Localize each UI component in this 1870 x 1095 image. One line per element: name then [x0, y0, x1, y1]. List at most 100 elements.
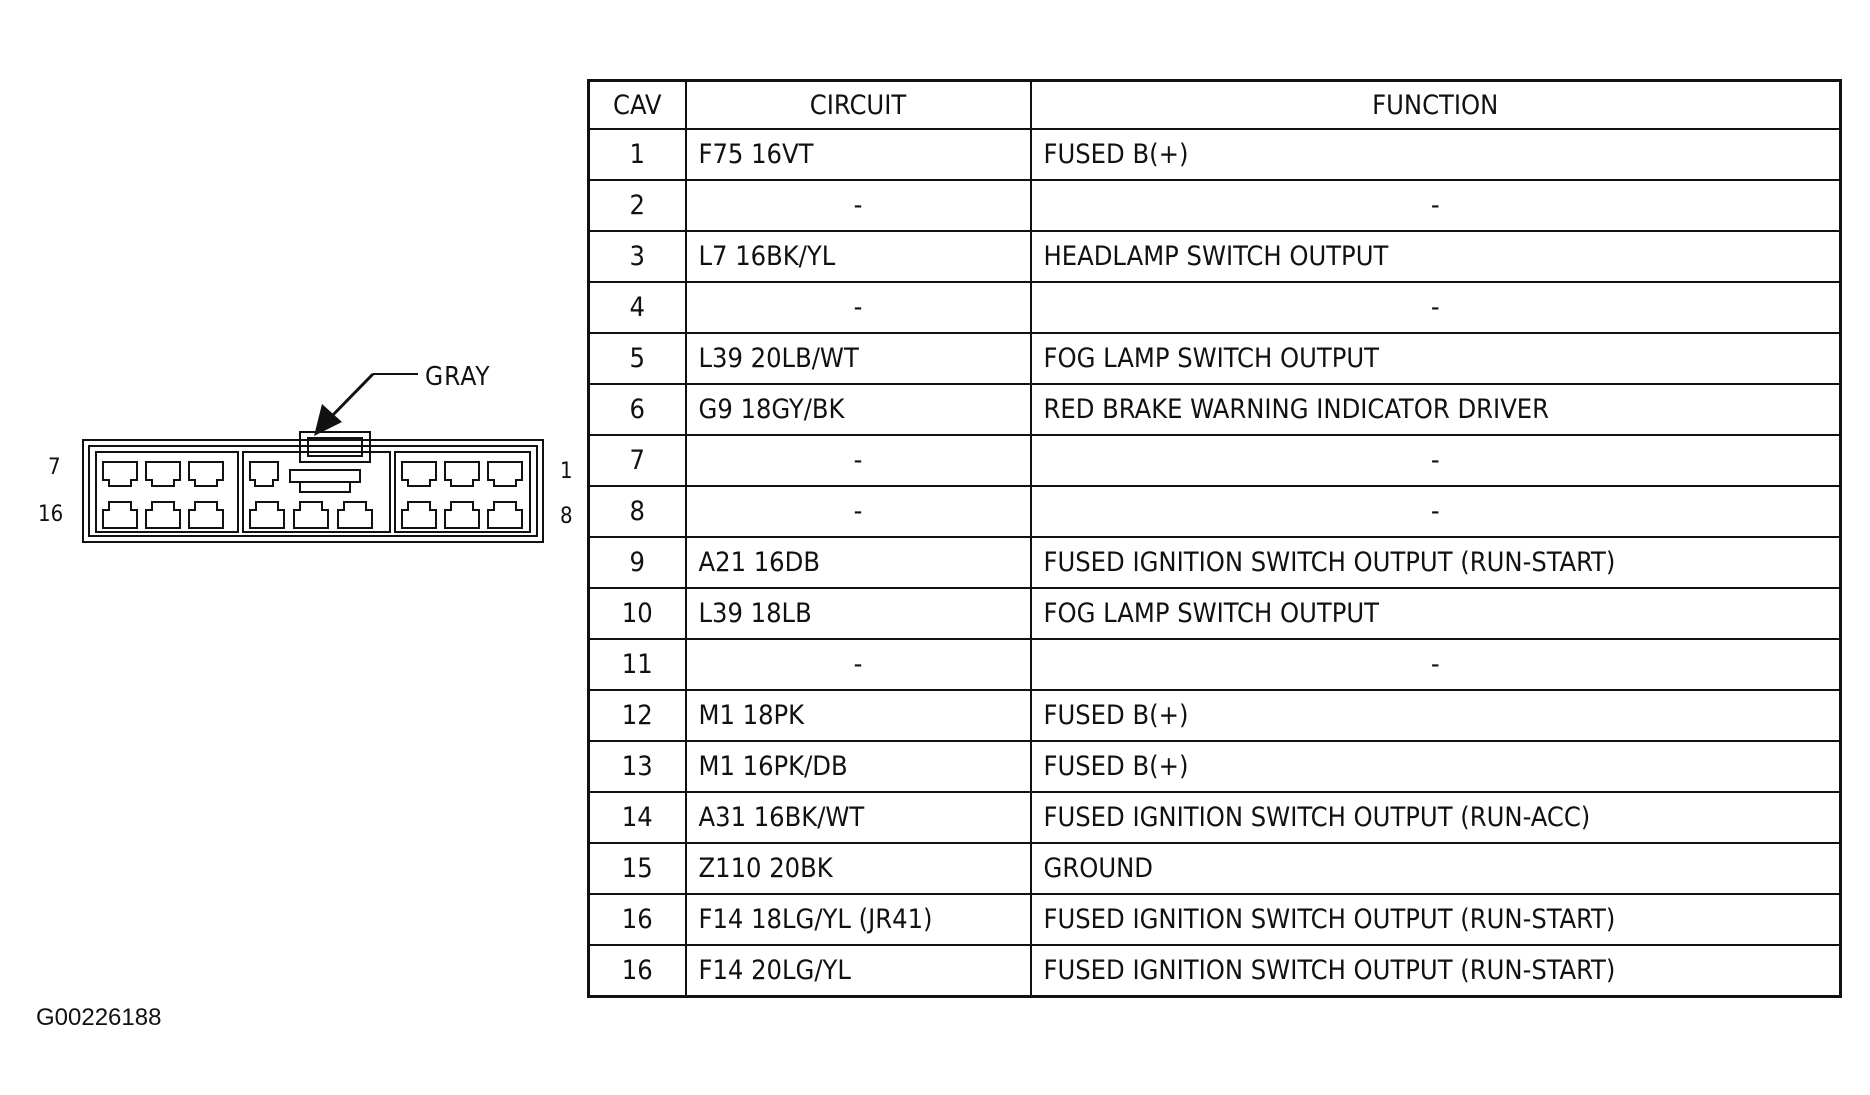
circuit-cell: - [684, 281, 1032, 334]
circuit-cell: - [684, 485, 1032, 538]
cavity [102, 461, 138, 487]
cavity [487, 501, 523, 529]
cavity [401, 461, 437, 487]
circuit-cell: A31 16BK/WT [684, 791, 1032, 844]
circuit-cell: A21 16DB [684, 536, 1032, 589]
pin-label-top-left: 7 [48, 455, 61, 480]
cavity [401, 501, 437, 529]
function-cell: HEADLAMP SWITCH OUTPUT [1029, 230, 1842, 283]
cav-cell: 13 [587, 740, 687, 793]
function-cell: RED BRAKE WARNING INDICATOR DRIVER [1029, 383, 1842, 436]
cav-cell: 9 [587, 536, 687, 589]
cavity [188, 501, 224, 529]
cavity [293, 501, 329, 529]
pin-label-bottom-right: 8 [560, 504, 573, 529]
function-cell: FOG LAMP SWITCH OUTPUT [1029, 587, 1842, 640]
cav-cell: 4 [587, 281, 687, 334]
function-cell: FUSED IGNITION SWITCH OUTPUT (RUN-START) [1029, 944, 1842, 998]
connector-housing-inner [88, 445, 538, 537]
cavity [145, 501, 181, 529]
connector-color-label: GRAY [425, 362, 491, 392]
table-row: 11-- [587, 638, 1842, 691]
cav-cell: 3 [587, 230, 687, 283]
cav-cell: 16 [587, 893, 687, 946]
circuit-cell: - [684, 638, 1032, 691]
circuit-cell: F14 20LG/YL [684, 944, 1032, 998]
cavity [487, 461, 523, 487]
cavity [102, 501, 138, 529]
function-cell: - [1029, 638, 1842, 691]
function-cell: - [1029, 434, 1842, 487]
cavity [249, 501, 285, 529]
cavity [444, 461, 480, 487]
cavity-grid [102, 461, 523, 529]
color-callout-arrow [314, 372, 418, 436]
cavity [188, 461, 224, 487]
circuit-cell: Z110 20BK [684, 842, 1032, 895]
function-cell: - [1029, 485, 1842, 538]
table-row: 4-- [587, 281, 1842, 334]
circuit-cell: - [684, 434, 1032, 487]
cav-cell: 10 [587, 587, 687, 640]
cavity-block-center [242, 451, 391, 533]
circuit-cell: L39 20LB/WT [684, 332, 1032, 385]
pin-label-bottom-left: 16 [38, 502, 64, 527]
cav-cell: 1 [587, 128, 687, 181]
header-cav: CAV [587, 79, 687, 130]
header-circuit: CIRCUIT [684, 79, 1032, 130]
circuit-cell: L7 16BK/YL [684, 230, 1032, 283]
circuit-cell: M1 16PK/DB [684, 740, 1032, 793]
connector-housing [82, 439, 544, 543]
cav-cell: 8 [587, 485, 687, 538]
cav-cell: 14 [587, 791, 687, 844]
figure-id: G00226188 [36, 1004, 162, 1031]
function-cell: FOG LAMP SWITCH OUTPUT [1029, 332, 1842, 385]
function-cell: FUSED B(+) [1029, 689, 1842, 742]
circuit-cell: L39 18LB [684, 587, 1032, 640]
table-header-row: CAV CIRCUIT FUNCTION [587, 79, 1842, 130]
cavity-block-left [95, 451, 239, 533]
table-row: 8-- [587, 485, 1842, 538]
function-cell: FUSED IGNITION SWITCH OUTPUT (RUN-START) [1029, 536, 1842, 589]
pin-label-top-right: 1 [560, 459, 573, 484]
connector-latch [299, 431, 371, 463]
cavity [337, 501, 373, 529]
cavity [249, 461, 279, 487]
cav-cell: 15 [587, 842, 687, 895]
cav-cell: 7 [587, 434, 687, 487]
function-cell: FUSED IGNITION SWITCH OUTPUT (RUN-ACC) [1029, 791, 1842, 844]
table-row: 7-- [587, 434, 1842, 487]
center-key-bar-lower [299, 481, 351, 493]
function-cell: - [1029, 281, 1842, 334]
function-cell: GROUND [1029, 842, 1842, 895]
table-row: 2-- [587, 179, 1842, 232]
center-key-bar [289, 469, 361, 483]
cav-cell: 6 [587, 383, 687, 436]
header-function: FUNCTION [1029, 79, 1842, 130]
circuit-cell: G9 18GY/BK [684, 383, 1032, 436]
circuit-cell: F75 16VT [684, 128, 1032, 181]
cav-cell: 12 [587, 689, 687, 742]
cavity [444, 501, 480, 529]
cavity-block-right [394, 451, 531, 533]
function-cell: FUSED B(+) [1029, 128, 1842, 181]
connector-latch-inner [307, 437, 363, 457]
circuit-cell: F14 18LG/YL (JR41) [684, 893, 1032, 946]
function-cell: - [1029, 179, 1842, 232]
cav-cell: 11 [587, 638, 687, 691]
circuit-cell: - [684, 179, 1032, 232]
